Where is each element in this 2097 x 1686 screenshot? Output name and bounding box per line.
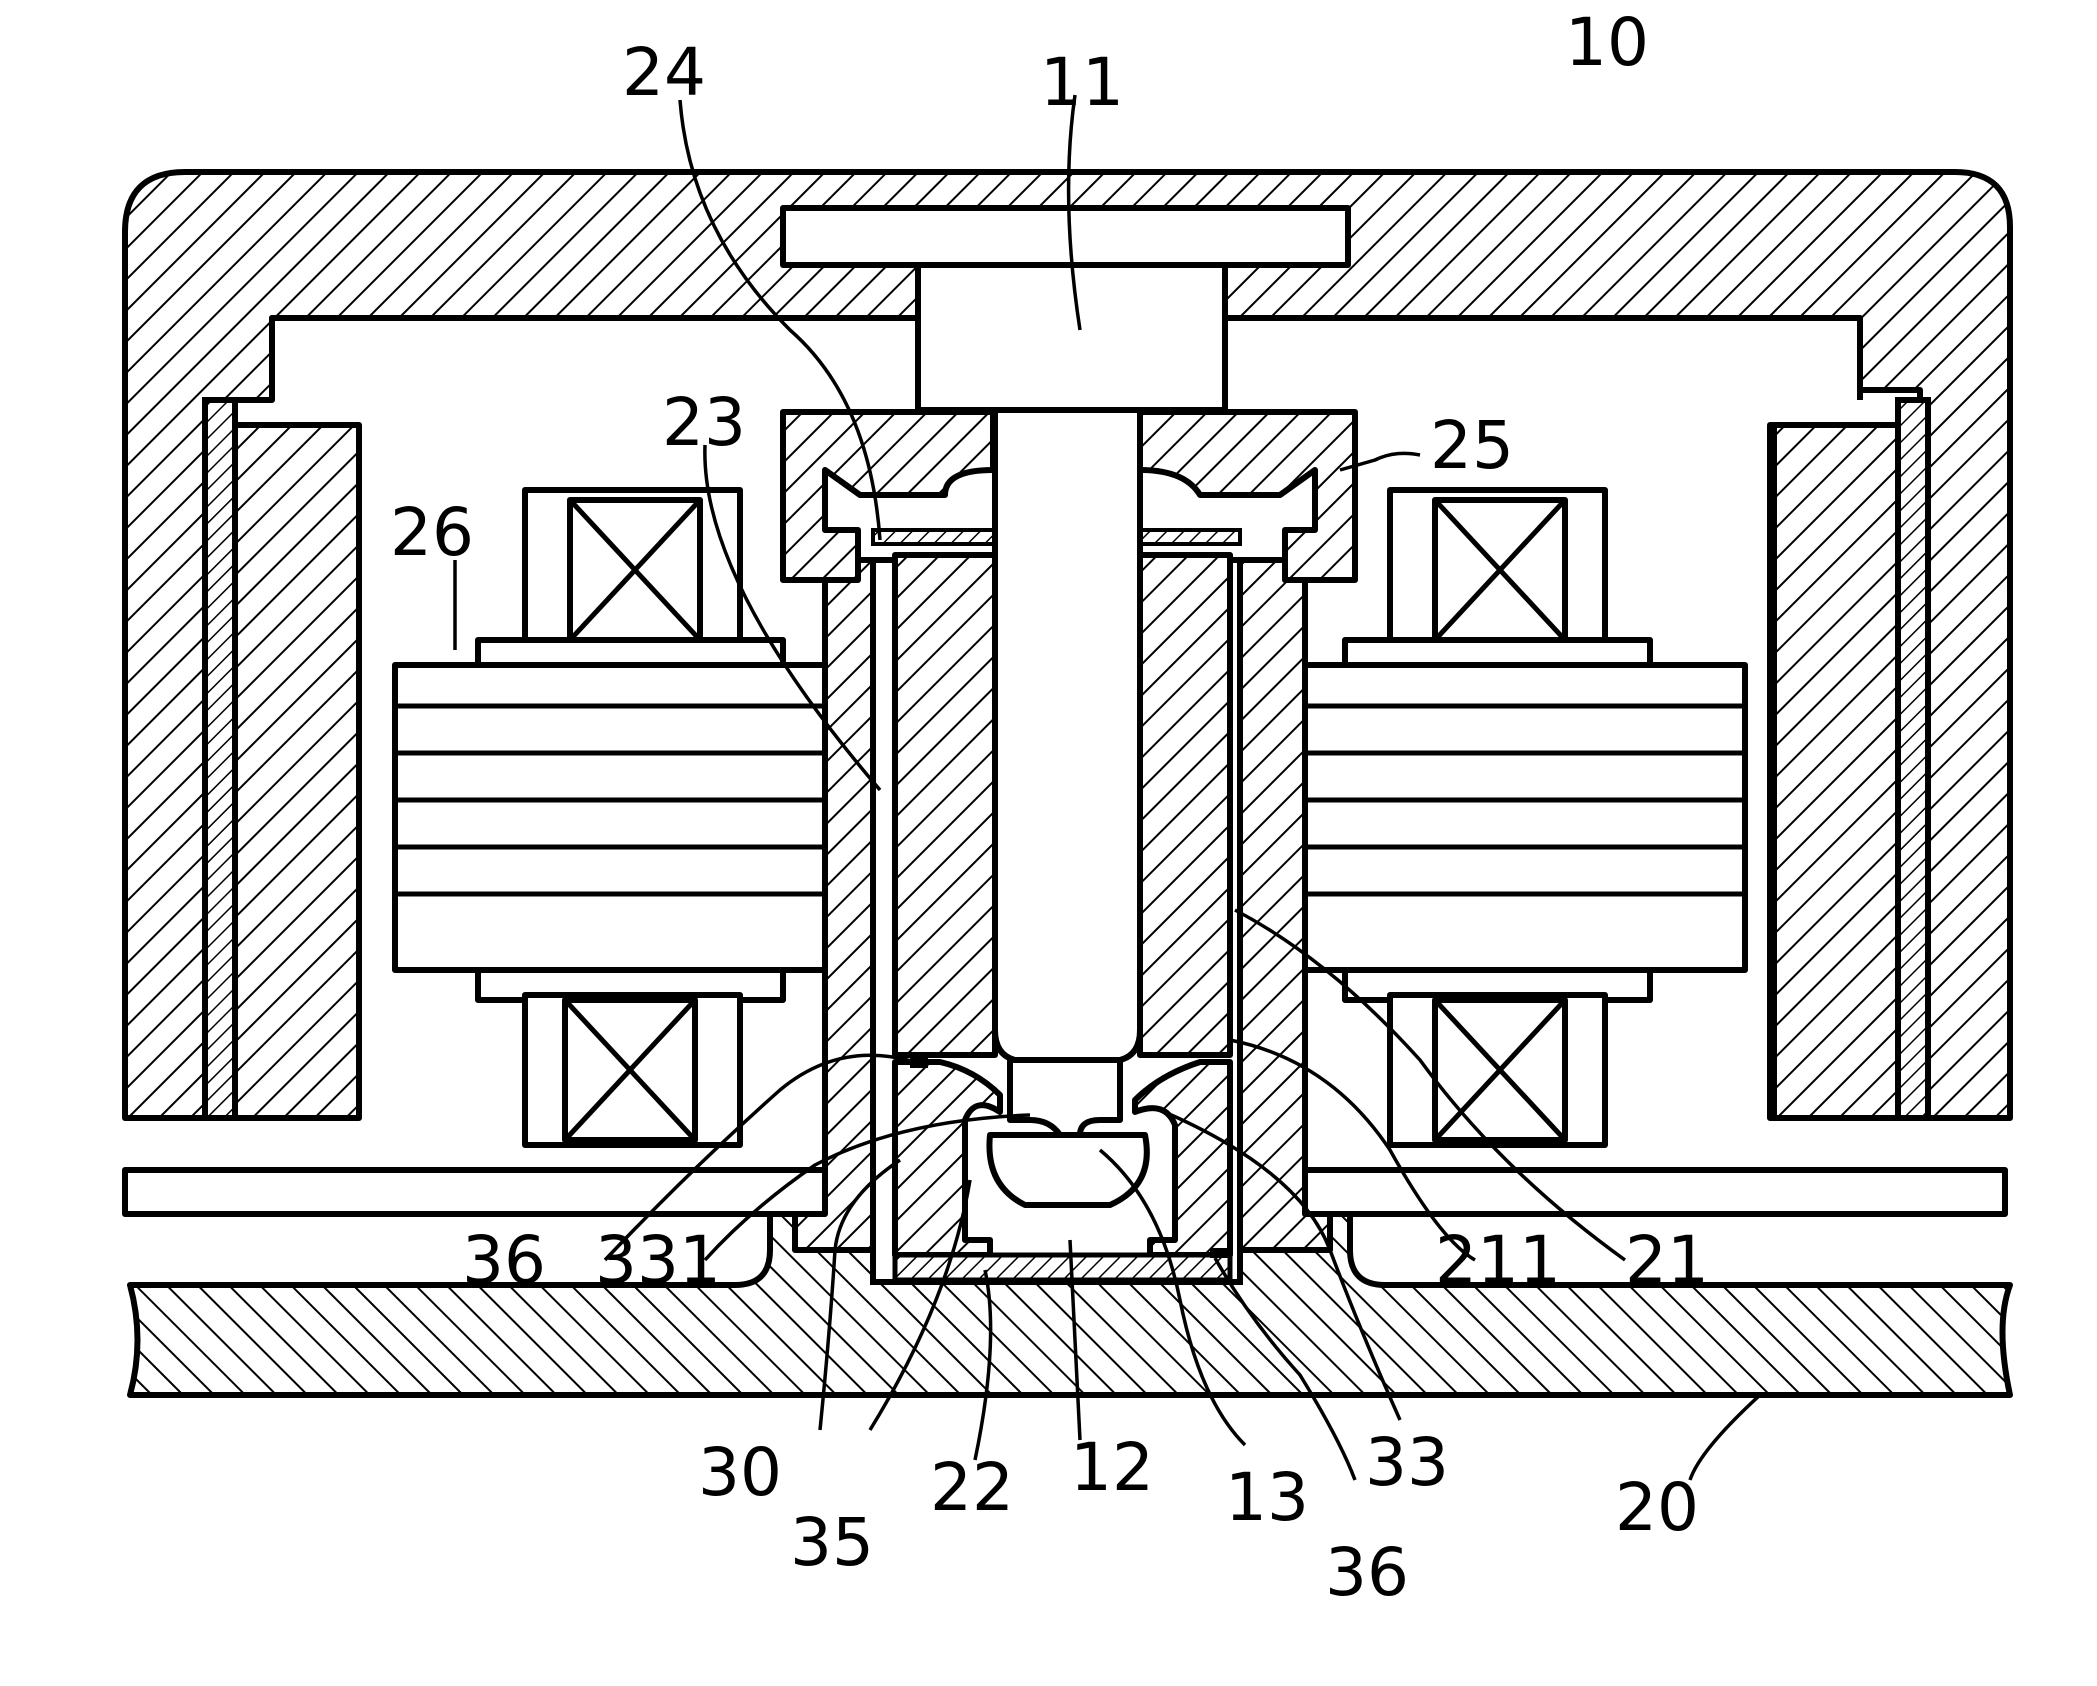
label-20: 20 (1615, 1469, 1699, 1546)
label-25: 25 (1430, 407, 1514, 484)
right-magnet (1771, 422, 1901, 1121)
label-10: 10 (1565, 4, 1649, 81)
left-stator-26 (392, 487, 828, 1148)
thrust-holder-33 (1132, 1059, 1233, 1258)
label-211: 211 (1435, 1222, 1561, 1299)
label-13: 13 (1225, 1459, 1309, 1536)
label-33: 33 (1365, 1424, 1449, 1501)
label-30: 30 (698, 1434, 782, 1511)
leader-lines (453, 94, 1762, 1481)
seal-36-left (910, 1058, 928, 1068)
shaft-11 (992, 407, 1143, 1063)
label-331: 331 (595, 1222, 721, 1299)
seal-36-right (1210, 1248, 1228, 1258)
washer-24-left (871, 528, 997, 546)
right-yoke (1895, 397, 1931, 1121)
bearing-23-left (892, 552, 998, 1058)
label-26: 26 (390, 494, 474, 571)
cap-25-right (1137, 409, 1358, 583)
shaft-tip-12 (986, 1132, 1150, 1208)
left-magnet (232, 422, 362, 1121)
left-yoke (202, 397, 238, 1121)
label-36-bottom: 36 (1325, 1534, 1409, 1611)
left-board (122, 1167, 833, 1217)
right-stator (1302, 487, 1748, 1148)
label-12: 12 (1070, 1429, 1154, 1506)
label-21: 21 (1625, 1222, 1709, 1299)
shaft-flange (780, 205, 1351, 268)
label-36-top: 36 (462, 1222, 546, 1299)
label-22: 22 (930, 1449, 1014, 1526)
right-board (1302, 1167, 2008, 1217)
label-24: 24 (622, 34, 706, 111)
label-11: 11 (1040, 44, 1124, 121)
washer-24-right (1138, 528, 1242, 546)
thrust-holder-30 (892, 1059, 1003, 1258)
shaft-neck (915, 262, 1228, 413)
label-23: 23 (662, 384, 746, 461)
label-35: 35 (790, 1504, 874, 1581)
base-plate-20 (127, 1177, 2013, 1398)
cap-25 (780, 409, 996, 583)
bearing-23-right (1137, 552, 1233, 1058)
